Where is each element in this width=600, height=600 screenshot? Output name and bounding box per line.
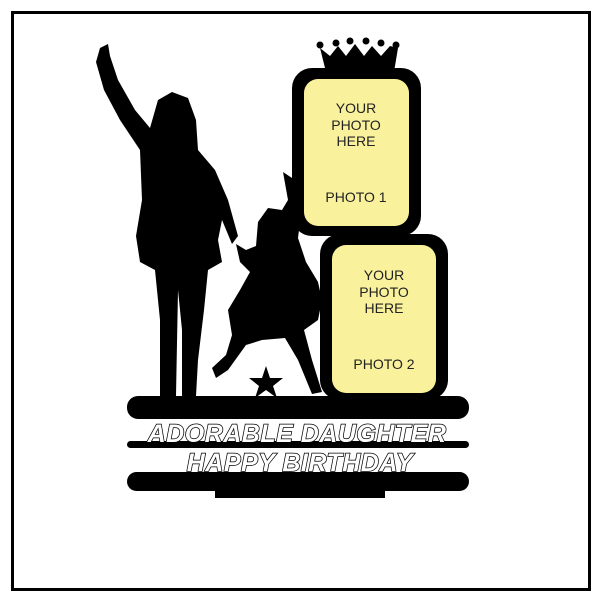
daughter-silhouette (212, 172, 322, 394)
mother-silhouette (96, 44, 238, 396)
photo-1-line-1: YOUR (336, 100, 376, 116)
photo-1-line-2: PHOTO (331, 117, 381, 133)
photo-2-line-2: PHOTO (359, 284, 409, 300)
photo-1-label: PHOTO 1 (325, 189, 386, 205)
photo-2-line-3: HERE (365, 300, 404, 316)
photo-frame-2[interactable]: YOUR PHOTO HERE PHOTO 2 (320, 234, 448, 400)
photo-1-line-3: HERE (337, 133, 376, 149)
banner-line-1: ADORABLE DAUGHTER (147, 420, 447, 448)
photo-frame-1[interactable]: YOUR PHOTO HERE PHOTO 1 (292, 68, 421, 236)
base-stand (127, 396, 469, 498)
photo-2-label: PHOTO 2 (353, 356, 414, 372)
crown-icon (316, 37, 400, 72)
image-border (11, 11, 591, 591)
banner-line-2: HAPPY BIRTHDAY (187, 449, 415, 477)
photo-2-line-1: YOUR (364, 267, 404, 283)
star-icon (249, 366, 283, 398)
